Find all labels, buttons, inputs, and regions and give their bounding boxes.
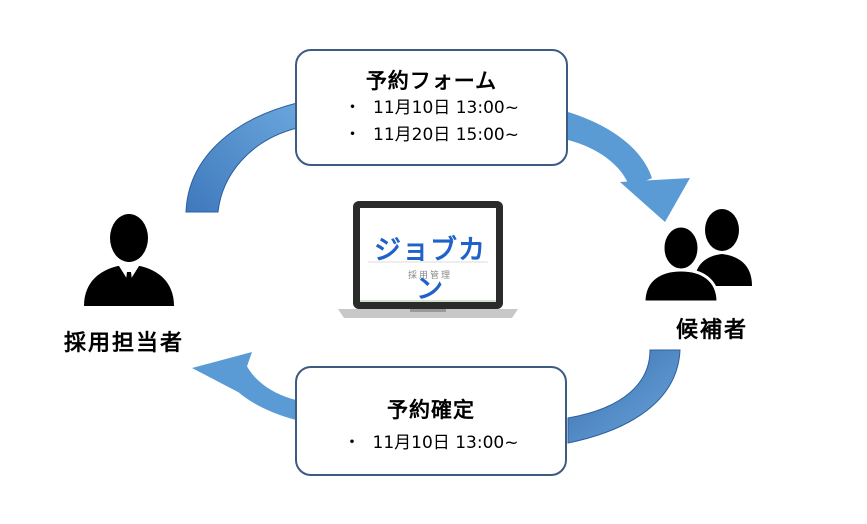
confirm-box-title: 予約確定 bbox=[387, 398, 475, 422]
arrow-form-to-candidates bbox=[568, 112, 690, 222]
businessman-icon bbox=[84, 214, 174, 306]
form-slot-2: ・ 11月20日 15:00~ bbox=[297, 122, 566, 149]
bullet: ・ bbox=[344, 125, 362, 145]
candidates-label: 候補者 bbox=[676, 318, 749, 343]
bullet: ・ bbox=[344, 98, 362, 118]
arrow-candidates-to-confirm bbox=[567, 349, 681, 444]
form-slot-1-text: 11月10日 13:00~ bbox=[373, 98, 519, 118]
laptop-icon bbox=[338, 201, 518, 318]
jobcan-logo: ジョブカン bbox=[374, 235, 486, 305]
confirm-slot-1: ・ 11月10日 13:00~ bbox=[297, 430, 565, 457]
form-box-title: 予約フォーム bbox=[365, 69, 498, 93]
reservation-confirmed-box: 予約確定 ・ 11月10日 13:00~ bbox=[295, 366, 567, 476]
users-group-icon bbox=[642, 209, 752, 304]
confirm-slot-1-text: 11月10日 13:00~ bbox=[372, 433, 519, 453]
jobcan-subtitle: 採用管理 bbox=[407, 271, 452, 281]
reservation-form-box: 予約フォーム ・ 11月10日 13:00~ ・ 11月20日 15:00~ bbox=[295, 49, 568, 166]
bullet: ・ bbox=[343, 433, 361, 453]
form-slot-1: ・ 11月10日 13:00~ bbox=[297, 95, 566, 122]
arrow-confirm-to-recruiter bbox=[192, 352, 296, 420]
arrow-recruiter-to-form bbox=[185, 102, 298, 213]
recruiter-label: 採用担当者 bbox=[64, 331, 185, 356]
form-slot-2-text: 11月20日 15:00~ bbox=[373, 125, 519, 145]
